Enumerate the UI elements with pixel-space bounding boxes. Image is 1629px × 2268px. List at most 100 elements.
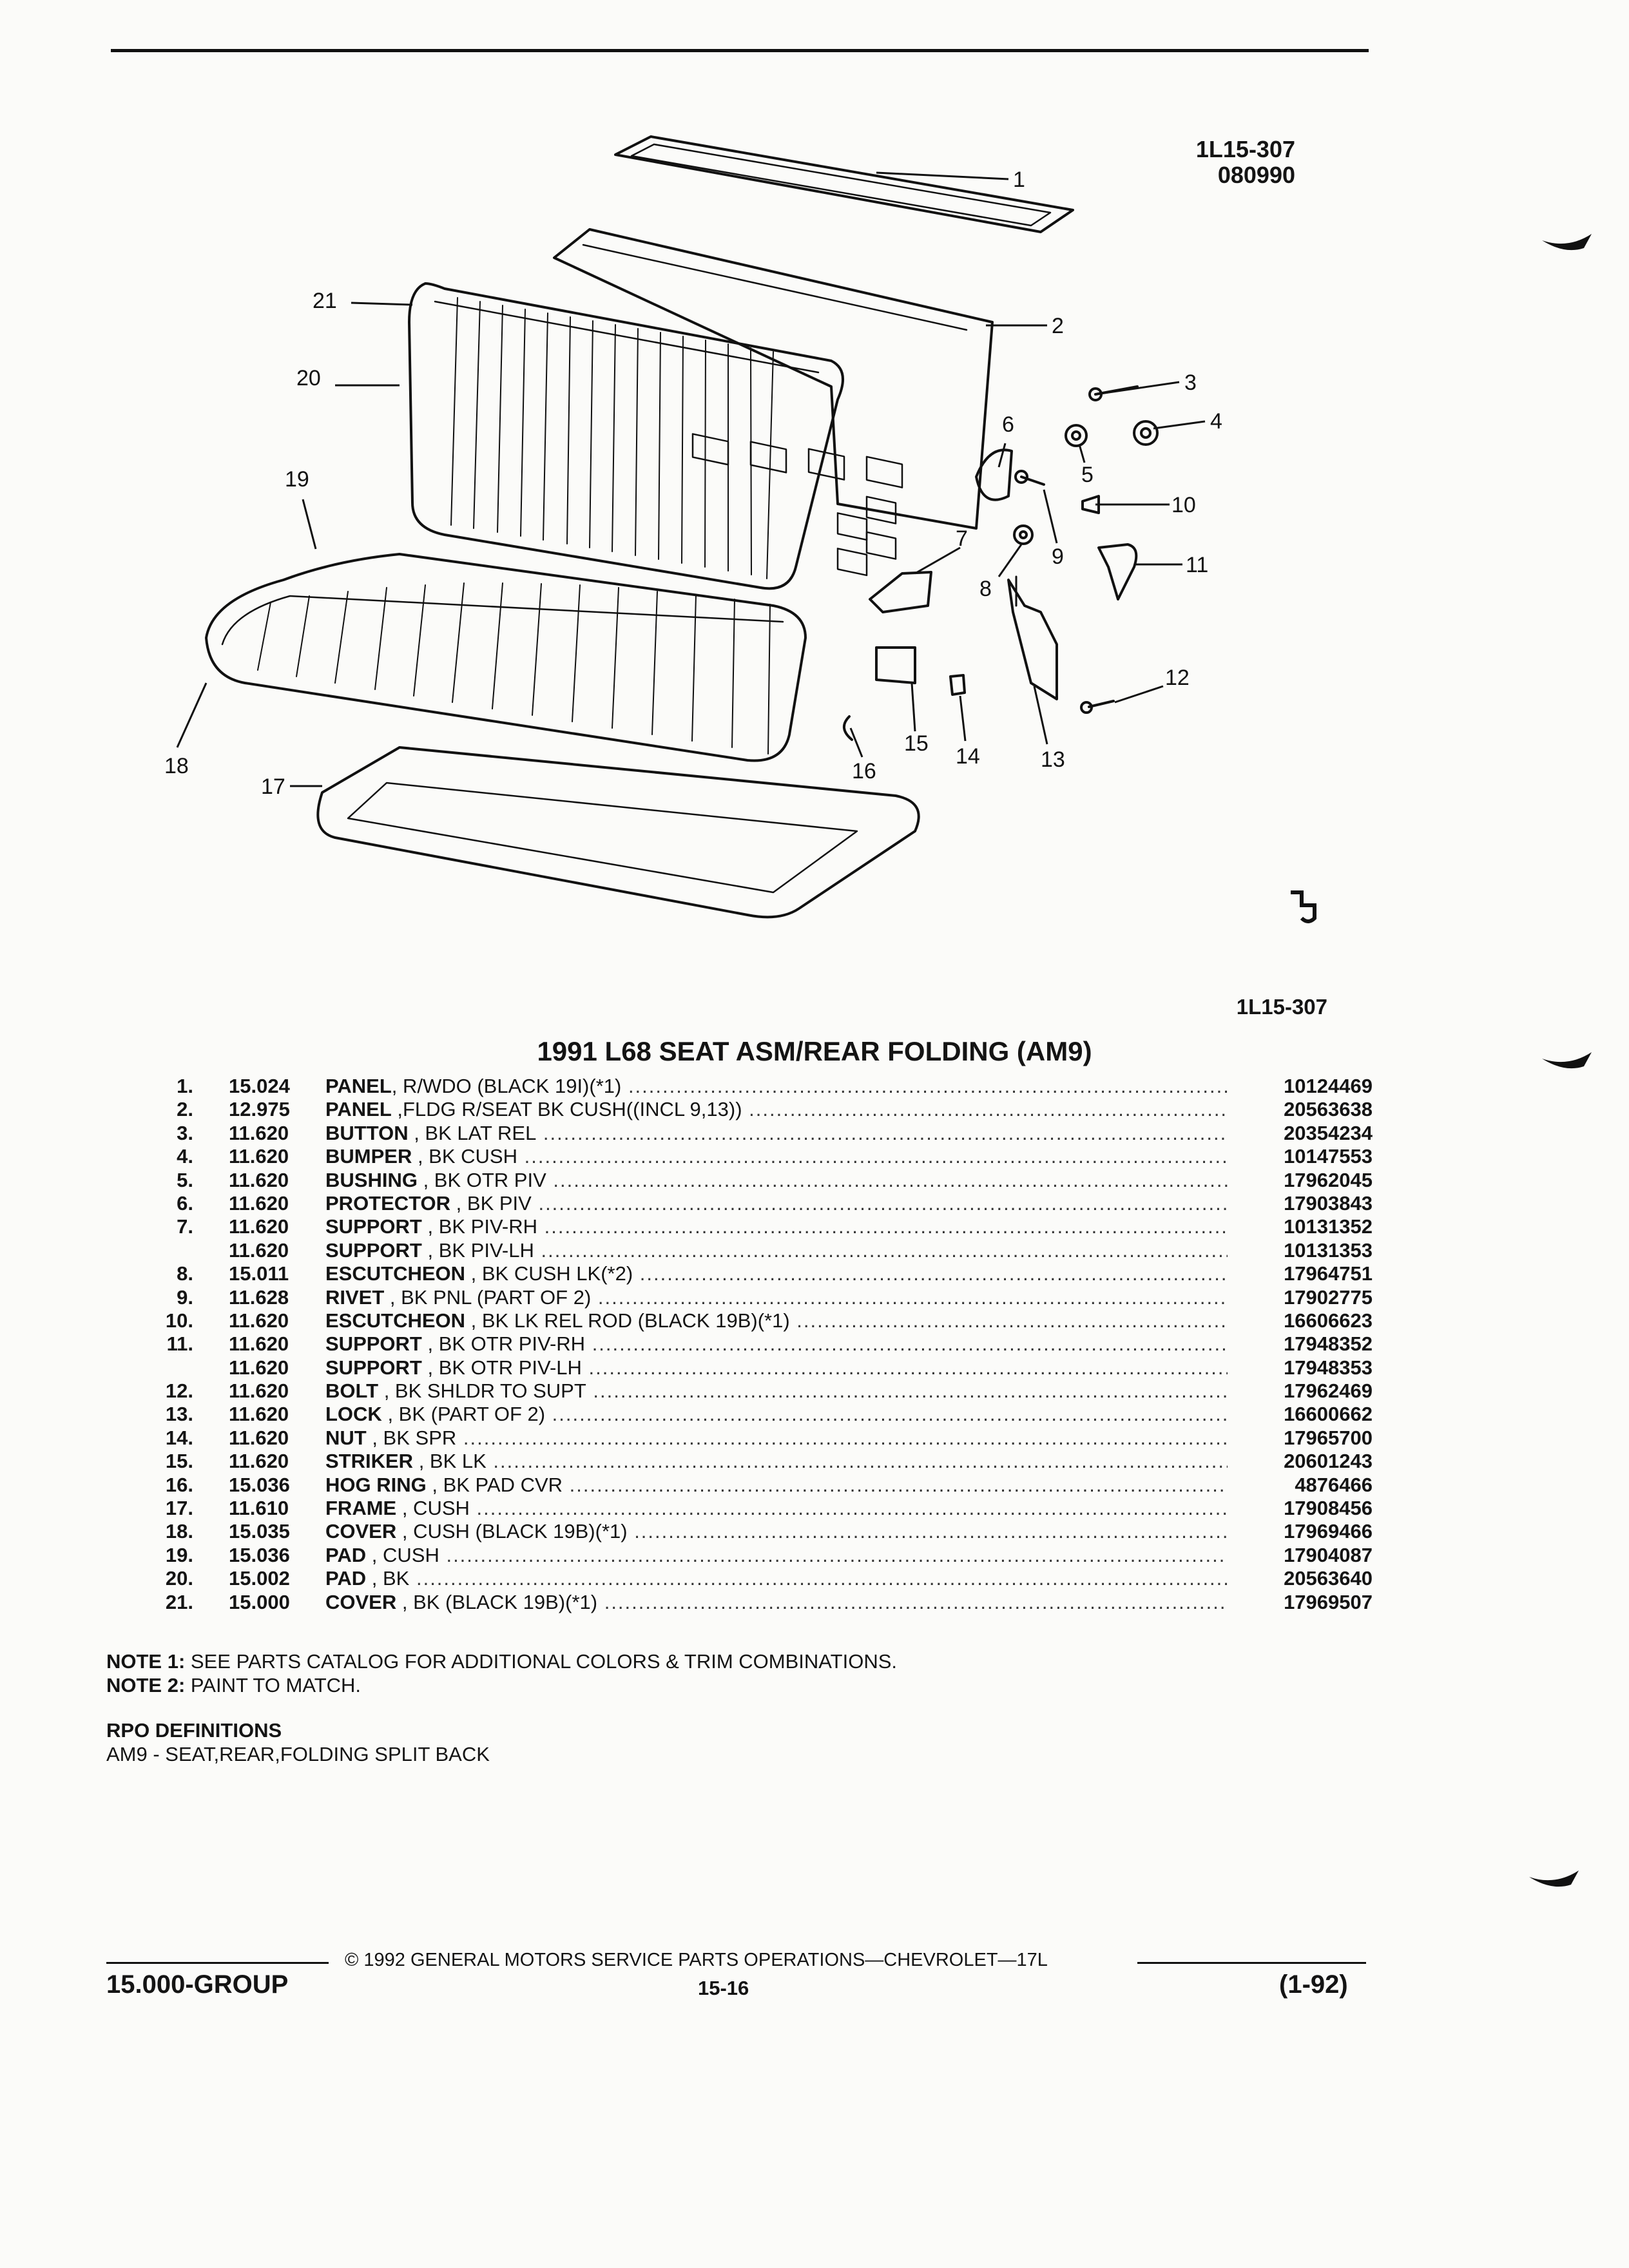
part-group-code: 11.610 bbox=[229, 1497, 289, 1520]
rpo-definitions: RPO DEFINITIONS AM9 - SEAT,REAR,FOLDING … bbox=[106, 1718, 490, 1766]
part-number: 2. bbox=[177, 1098, 193, 1121]
top-rule bbox=[111, 49, 1369, 52]
illustration-caption: 1L15-307 bbox=[1236, 995, 1327, 1019]
part-detail: , BK LK bbox=[413, 1450, 487, 1473]
callout-3: 3 bbox=[1184, 370, 1197, 395]
part-number: 19. bbox=[165, 1543, 193, 1566]
part-description: PANEL, R/WDO (BLACK 19I)(*1) ...........… bbox=[325, 1075, 1228, 1097]
part-catalog-number: 17969507 bbox=[1284, 1590, 1373, 1613]
part-catalog-number: 17948352 bbox=[1284, 1332, 1373, 1356]
illustration-ref-date: 080990 bbox=[1217, 161, 1295, 188]
note-1: NOTE 1: SEE PARTS CATALOG FOR ADDITIONAL… bbox=[106, 1649, 897, 1673]
part-catalog-number: 16600662 bbox=[1284, 1403, 1373, 1426]
note-2-text: PAINT TO MATCH. bbox=[190, 1674, 361, 1696]
part-catalog-number: 20354234 bbox=[1284, 1121, 1373, 1144]
part-number: 17. bbox=[165, 1497, 193, 1520]
part-number: 10. bbox=[165, 1309, 193, 1332]
part-catalog-number: 17903843 bbox=[1284, 1191, 1373, 1215]
part-group-code: 15.002 bbox=[229, 1567, 290, 1590]
part-catalog-number: 17964751 bbox=[1284, 1262, 1373, 1285]
part-detail: , BK PIV bbox=[450, 1191, 532, 1215]
callout-21: 21 bbox=[313, 289, 337, 313]
part-detail: , BK PIV-RH bbox=[421, 1215, 538, 1238]
callout-11: 11 bbox=[1186, 553, 1208, 577]
part-description: COVER , BK (BLACK 19B)(*1) .............… bbox=[325, 1590, 1228, 1613]
part-description: BOLT , BK SHLDR TO SUPT ................… bbox=[325, 1379, 1228, 1403]
rpo-heading: RPO DEFINITIONS bbox=[106, 1719, 282, 1742]
part-description: PANEL ,FLDG R/SEAT BK CUSH((INCL 9,13)) … bbox=[325, 1098, 1228, 1121]
rpo-definition: AM9 - SEAT,REAR,FOLDING SPLIT BACK bbox=[106, 1743, 490, 1765]
part-name: RIVET bbox=[325, 1285, 385, 1309]
part-description: COVER , CUSH (BLACK 19B)(*1) ...........… bbox=[325, 1520, 1228, 1543]
part-name: BUMPER bbox=[325, 1145, 412, 1168]
part-number: 8. bbox=[177, 1262, 193, 1285]
part-description: HOG RING , BK PAD CVR ..................… bbox=[325, 1473, 1228, 1496]
part-description: RIVET , BK PNL (PART OF 2) .............… bbox=[325, 1285, 1228, 1309]
part-detail: , R/WDO (BLACK 19I)(*1) bbox=[391, 1075, 622, 1097]
part-detail: , BK OTR PIV bbox=[417, 1168, 546, 1191]
part-group-code: 11.620 bbox=[229, 1121, 289, 1144]
part-catalog-number: 20563638 bbox=[1284, 1098, 1373, 1121]
margin-mark-1 bbox=[1542, 234, 1592, 251]
part-name: HOG RING bbox=[325, 1473, 427, 1496]
part-name: PANEL bbox=[325, 1075, 392, 1097]
footer-rule-right bbox=[1137, 1962, 1366, 1964]
callout-4: 4 bbox=[1210, 409, 1222, 434]
footer-group: 15.000-GROUP bbox=[106, 1970, 289, 1999]
footer-page-number: 15-16 bbox=[698, 1977, 749, 1999]
part-detail: , BK OTR PIV-LH bbox=[421, 1356, 582, 1379]
part-detail: , BK PAD CVR bbox=[426, 1473, 563, 1496]
part-name: SUPPORT bbox=[325, 1238, 422, 1262]
part-detail: , CUSH bbox=[396, 1497, 470, 1520]
part-name: SUPPORT bbox=[325, 1356, 422, 1379]
part-description: ESCUTCHEON , BK LK REL ROD (BLACK 19B)(*… bbox=[325, 1309, 1228, 1332]
part-detail: ,FLDG R/SEAT BK CUSH((INCL 9,13)) bbox=[391, 1098, 742, 1121]
part-group-code: 12.975 bbox=[229, 1098, 290, 1121]
callout-7: 7 bbox=[956, 526, 968, 551]
part-name: SUPPORT bbox=[325, 1215, 422, 1238]
part-group-code: 11.620 bbox=[229, 1332, 289, 1356]
part-name: COVER bbox=[325, 1520, 397, 1543]
part-group-code: 11.620 bbox=[229, 1309, 289, 1332]
callout-19: 19 bbox=[285, 467, 309, 492]
margin-mark-3 bbox=[1529, 1870, 1579, 1887]
callout-15: 15 bbox=[904, 731, 929, 756]
callout-20: 20 bbox=[296, 366, 321, 390]
part-catalog-number: 10131352 bbox=[1284, 1215, 1373, 1238]
part-catalog-number: 17908456 bbox=[1284, 1497, 1373, 1520]
part-name: ESCUTCHEON bbox=[325, 1262, 466, 1285]
part-group-code: 15.035 bbox=[229, 1520, 290, 1543]
part-number: 7. bbox=[177, 1215, 193, 1238]
part-group-code: 11.620 bbox=[229, 1450, 289, 1473]
part-catalog-number: 17902775 bbox=[1284, 1285, 1373, 1309]
callout-13: 13 bbox=[1041, 747, 1065, 772]
part-name: SUPPORT bbox=[325, 1332, 422, 1356]
part-name: BOLT bbox=[325, 1379, 379, 1403]
part-group-code: 15.011 bbox=[229, 1262, 289, 1285]
part-detail: , BK bbox=[366, 1567, 410, 1590]
part-detail: , BK PNL (PART OF 2) bbox=[384, 1285, 592, 1309]
part-description: NUT , BK SPR ...........................… bbox=[325, 1426, 1228, 1449]
callout-9: 9 bbox=[1052, 544, 1064, 569]
part-name: LOCK bbox=[325, 1403, 382, 1426]
part-detail: , BK OTR PIV-RH bbox=[421, 1332, 586, 1356]
callout-16: 16 bbox=[852, 759, 876, 783]
exploded-view-drawing: 1 2 3 4 5 6 7 8 9 10 11 12 13 14 15 16 1… bbox=[164, 135, 1316, 923]
part-description: SUPPORT , BK PIV-RH ....................… bbox=[325, 1215, 1228, 1238]
part-row: 10. 11.620 ESCUTCHEON , BK LK REL ROD (BLA… bbox=[110, 1309, 1373, 1332]
callout-5: 5 bbox=[1081, 463, 1094, 487]
note-1-label: NOTE 1: bbox=[106, 1650, 186, 1673]
part-catalog-number: 17962469 bbox=[1284, 1379, 1373, 1403]
part-description: SUPPORT , BK OTR PIV-LH ................… bbox=[325, 1356, 1228, 1379]
part-group-code: 15.000 bbox=[229, 1590, 290, 1613]
footer-rule-left bbox=[106, 1962, 329, 1964]
illustration-ref: 1L15-307 080990 bbox=[1121, 137, 1295, 187]
part-detail: , BK CUSH bbox=[412, 1145, 517, 1168]
